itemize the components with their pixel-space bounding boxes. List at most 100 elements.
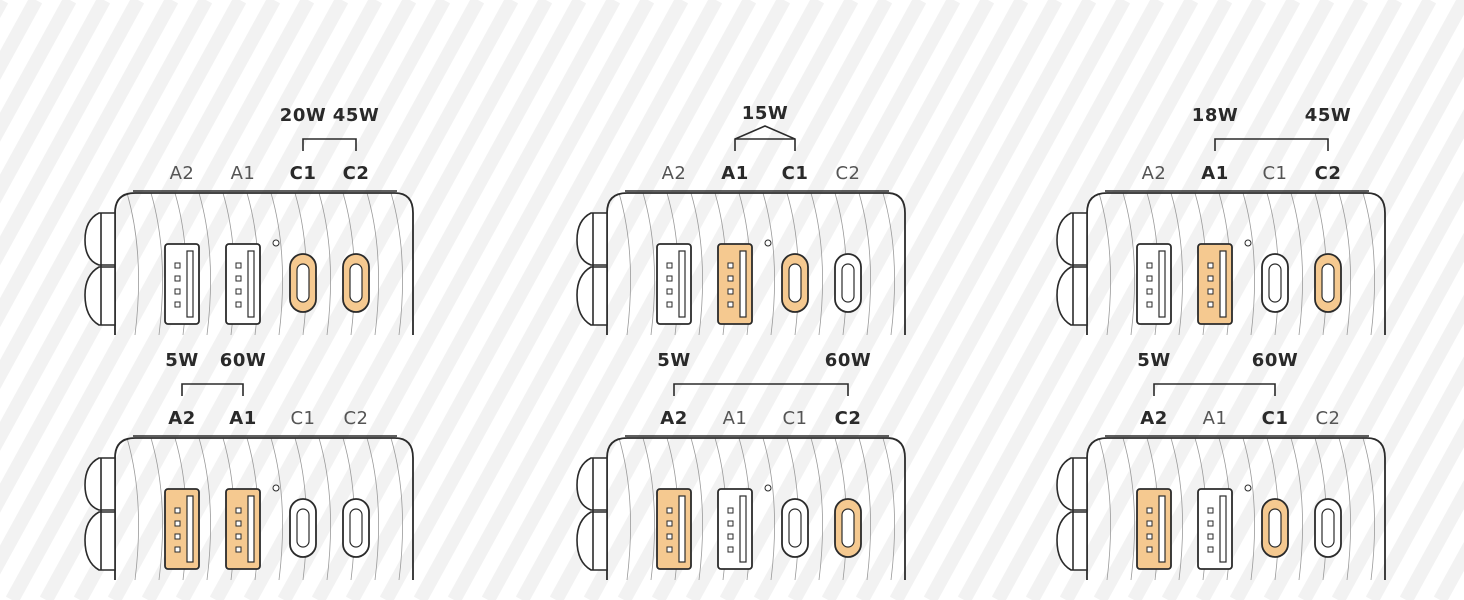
texture-line bbox=[618, 193, 631, 335]
usb-c-inner bbox=[349, 508, 363, 548]
texture-line bbox=[1242, 438, 1255, 580]
texture-line bbox=[150, 438, 163, 580]
texture-line bbox=[882, 193, 895, 335]
bg-stripe bbox=[1127, 0, 1464, 600]
port-a1 bbox=[225, 243, 261, 325]
usb-a-pin bbox=[1207, 288, 1214, 295]
usb-a-pin bbox=[174, 288, 181, 295]
texture-line bbox=[1435, 438, 1447, 580]
texture-line bbox=[1387, 193, 1399, 335]
bg-stripe bbox=[923, 0, 1267, 600]
charger-body bbox=[606, 192, 906, 335]
port-label-c1: C1 bbox=[1262, 163, 1288, 184]
usb-a-port bbox=[164, 243, 200, 325]
prong-upper bbox=[84, 457, 116, 511]
texture-line bbox=[810, 193, 823, 335]
usb-a-pin bbox=[174, 507, 181, 514]
wattage-label: 5W bbox=[1137, 350, 1171, 371]
charger-illustration bbox=[84, 383, 499, 580]
texture-line bbox=[463, 438, 475, 580]
usb-a-tongue bbox=[1158, 495, 1166, 563]
port-label-c1: C1 bbox=[289, 163, 317, 184]
texture-line bbox=[1459, 438, 1464, 580]
charger-body bbox=[114, 437, 414, 580]
usb-c-inner bbox=[788, 508, 802, 548]
plug-prongs bbox=[84, 457, 116, 571]
texture-line bbox=[931, 193, 943, 335]
usb-a-pin bbox=[727, 520, 734, 527]
usb-a-port bbox=[656, 243, 692, 325]
texture-line bbox=[979, 193, 991, 335]
usb-a-pin bbox=[666, 533, 673, 540]
usb-a-pin bbox=[1207, 275, 1214, 282]
bg-stripe bbox=[0, 0, 247, 451]
usb-a-tongue bbox=[678, 250, 686, 318]
usb-a-tongue bbox=[247, 495, 255, 563]
texture-line bbox=[439, 438, 451, 580]
prong-lower bbox=[576, 266, 608, 326]
power-bracket bbox=[1153, 383, 1276, 396]
texture-line bbox=[366, 193, 379, 335]
texture-line bbox=[1387, 438, 1399, 580]
usb-a-pin bbox=[174, 533, 181, 540]
port-label-a1: A1 bbox=[722, 408, 748, 429]
wattage-label: 5W bbox=[165, 350, 199, 371]
port-a2 bbox=[1136, 243, 1172, 325]
usb-c-inner bbox=[1321, 508, 1335, 548]
usb-a-pin bbox=[727, 262, 734, 269]
status-led bbox=[272, 484, 280, 492]
charger-body bbox=[114, 192, 414, 335]
wattage-label: 60W bbox=[219, 350, 267, 371]
usb-a-pin bbox=[1146, 275, 1153, 282]
port-label-a2: A2 bbox=[169, 163, 195, 184]
usb-a-pin bbox=[174, 520, 181, 527]
usb-a-pin bbox=[235, 546, 242, 553]
texture-line bbox=[1170, 438, 1183, 580]
texture-line bbox=[1362, 438, 1375, 580]
texture-line bbox=[198, 193, 211, 335]
usb-a-pin bbox=[666, 520, 673, 527]
port-label-c2: C2 bbox=[835, 163, 861, 184]
power-bracket bbox=[181, 383, 244, 396]
texture-line bbox=[618, 438, 631, 580]
usb-a-pin bbox=[1146, 546, 1153, 553]
prong-lower bbox=[84, 511, 116, 571]
power-bracket bbox=[1214, 138, 1329, 151]
bracket-line bbox=[734, 125, 796, 151]
port-c2 bbox=[342, 253, 370, 313]
texture-line bbox=[390, 438, 403, 580]
status-led bbox=[764, 239, 772, 247]
body-texture bbox=[618, 438, 991, 580]
wattage-label: 5W bbox=[657, 350, 691, 371]
usb-c-inner bbox=[1268, 263, 1282, 303]
usb-a-port bbox=[1136, 243, 1172, 325]
usb-a-pin bbox=[727, 533, 734, 540]
port-c2 bbox=[1314, 253, 1342, 313]
usb-a-port bbox=[225, 488, 261, 570]
plug-prongs bbox=[1056, 212, 1088, 326]
texture-line bbox=[931, 438, 943, 580]
port-label-c1: C1 bbox=[782, 408, 808, 429]
port-label-a1: A1 bbox=[230, 163, 256, 184]
texture-line bbox=[1338, 438, 1351, 580]
usb-c-inner bbox=[296, 263, 310, 303]
texture-line bbox=[907, 438, 919, 580]
usb-a-port bbox=[1197, 488, 1233, 570]
port-label-a1: A1 bbox=[1201, 163, 1229, 184]
usb-a-pin bbox=[1146, 533, 1153, 540]
port-label-a1: A1 bbox=[229, 408, 257, 429]
usb-a-pin bbox=[1207, 533, 1214, 540]
texture-line bbox=[487, 438, 499, 580]
wattage-label: 45W bbox=[1304, 105, 1352, 126]
status-led bbox=[1244, 484, 1252, 492]
texture-line bbox=[979, 438, 991, 580]
bg-stripe bbox=[821, 0, 1165, 600]
wattage-label: 20W bbox=[279, 105, 327, 126]
texture-line bbox=[882, 438, 895, 580]
usb-a-pin bbox=[666, 288, 673, 295]
usb-c-inner bbox=[349, 263, 363, 303]
texture-line bbox=[762, 438, 775, 580]
